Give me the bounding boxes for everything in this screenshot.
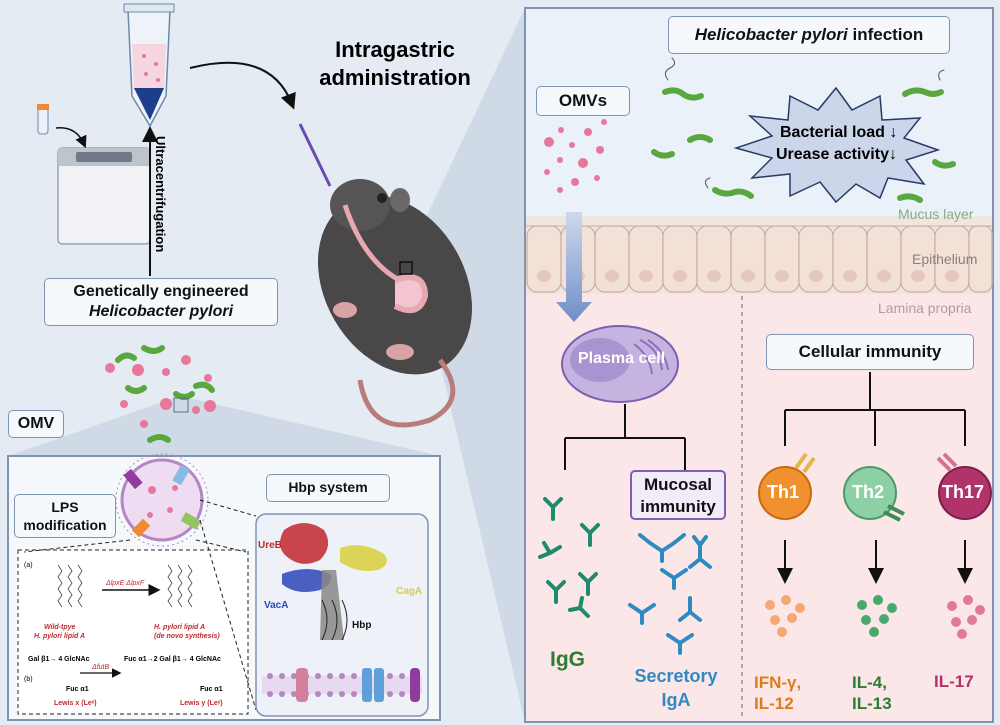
hbp-protein-structure [262,523,422,702]
cellular-branch-lines [784,372,966,446]
lps-line2: modification [23,517,107,533]
omvs-label-box: OMVs [536,86,630,116]
cytokine-arrows [777,540,973,584]
epithelium-cells [526,225,993,293]
mucosal-immunity-box: Mucosal immunity [630,470,726,520]
th2-cytokine-dots [857,595,897,637]
fuc-x: Fuc α1 [66,686,89,693]
fuc-y: Fuc α1 [200,686,223,693]
hpylori-bacteria-lumen [651,57,956,203]
mucosal-line1: Mucosal [643,475,713,494]
th1-label: Th1 [767,482,800,502]
hbp-system-box: Hbp system [266,474,390,502]
lipid-inset-box [17,549,249,715]
lewis-x-label: Lewis x (Leˣ) [54,700,97,707]
plasma-cell-label: Plasma cell [578,350,666,367]
cellular-immunity-box: Cellular immunity [766,334,974,370]
lewis-y-label: Lewis y (Leʸ) [180,700,223,707]
th17-cell-graphic [936,452,992,520]
bacterial-load-starburst [733,86,941,204]
th1-cytokines-line2: IL-12 [754,694,794,713]
th1-cytokines-label: IFN-γ, IL-12 [754,672,824,714]
ultracentrifuge [57,147,151,245]
lipid-a-tag: (a) [24,562,33,569]
th2-cytokines-line1: IL-4, [852,673,887,692]
lps-modification-box: LPS modification [14,494,116,538]
omvs-particles [544,119,607,193]
igg-label: IgG [550,648,585,671]
secretory-line1: Secretory [634,666,718,686]
infection-title-italic: Helicobacter pylori [694,25,848,44]
th2-cell-graphic [843,466,905,522]
lewis-x-formula: Gal β1→ 4 GlcNAc [28,656,90,663]
ultracentrifugation-label: Ultracentrifugation [153,136,168,253]
plasma-cell-graphic [561,325,679,403]
genetically-engineered-line1: Genetically engineered [73,283,249,300]
th17-label: Th17 [942,482,985,502]
bacterial-load-label: Bacterial load ↓ [780,124,898,141]
zoom-funnel [405,8,525,722]
mouse-graphic [298,123,473,428]
lipid-structures [57,564,193,608]
lewis-y-formula: Fuc α1→2 Gal β1→ 4 GlcNAc [124,656,221,663]
secretory-iga-antibodies [628,533,712,655]
admin-title: Intragastric administration [319,37,471,90]
genetically-engineered-line2: Helicobacter pylori [88,303,234,320]
th17-cytokines-label: IL-17 [934,672,974,691]
futb-label: ΔfutB [92,664,110,671]
caga-label: CagA [396,586,423,597]
th1-cytokines-line1: IFN-γ, [754,673,802,692]
plasma-branch-lines [564,404,686,470]
centrifuge-tube [123,3,175,128]
knockout-label: ΔlpxE ΔlpxF [106,580,145,587]
omv-zoom-funnel [8,398,440,456]
omv-zoom-box [173,397,189,413]
hbp-label: Hbp [352,620,372,631]
th2-label: Th2 [852,482,885,502]
th2-cytokines-line2: IL-13 [852,694,892,713]
omv-cluster-left [105,355,216,428]
engineered-line2: (de novo synthesis) [154,633,220,640]
vaca-label: VacA [264,600,289,611]
infection-title-rest: infection [847,25,924,44]
epithelium-label: Epithelium [912,251,978,267]
th1-cytokine-dots [765,595,805,637]
igg-antibodies [538,497,600,618]
mucosal-line2: immunity [640,497,716,516]
secretory-line2: IgA [661,690,691,710]
genetically-engineered-box: Genetically engineered Helicobacter pylo… [44,278,278,326]
mucus-layer-label: Mucus layer [898,206,974,222]
engineered-line1: H. pylori lipid A [154,624,206,631]
th17-cytokine-dots [947,595,985,639]
small-sample-tube [37,104,49,135]
wild-type-line2: H. pylori lipid A [34,633,86,640]
lamina-propria-label: Lamina propria [878,300,972,316]
secretory-iga-label: Secretory IgA [628,664,724,712]
hpylori-bacteria-left [115,345,215,443]
lps-line1: LPS [51,499,79,515]
omv-vesicle-graphic [115,453,209,547]
sample-to-centrifuge-arrow [55,127,87,149]
administration-arrow [189,61,296,110]
omv-label-box: OMV [8,410,64,438]
th1-cell-graphic [758,452,816,520]
lipid-b-tag: (b) [24,676,33,683]
wild-type-line1: Wild-tpye [44,624,76,631]
omv-transport-arrow [556,212,592,322]
th2-cytokines-label: IL-4, IL-13 [852,672,922,714]
ureb-label: UreB [258,540,282,551]
infection-title-box: Helicobacter pylori infection [668,16,950,54]
urease-activity-label: Urease activity↓ [776,146,897,163]
